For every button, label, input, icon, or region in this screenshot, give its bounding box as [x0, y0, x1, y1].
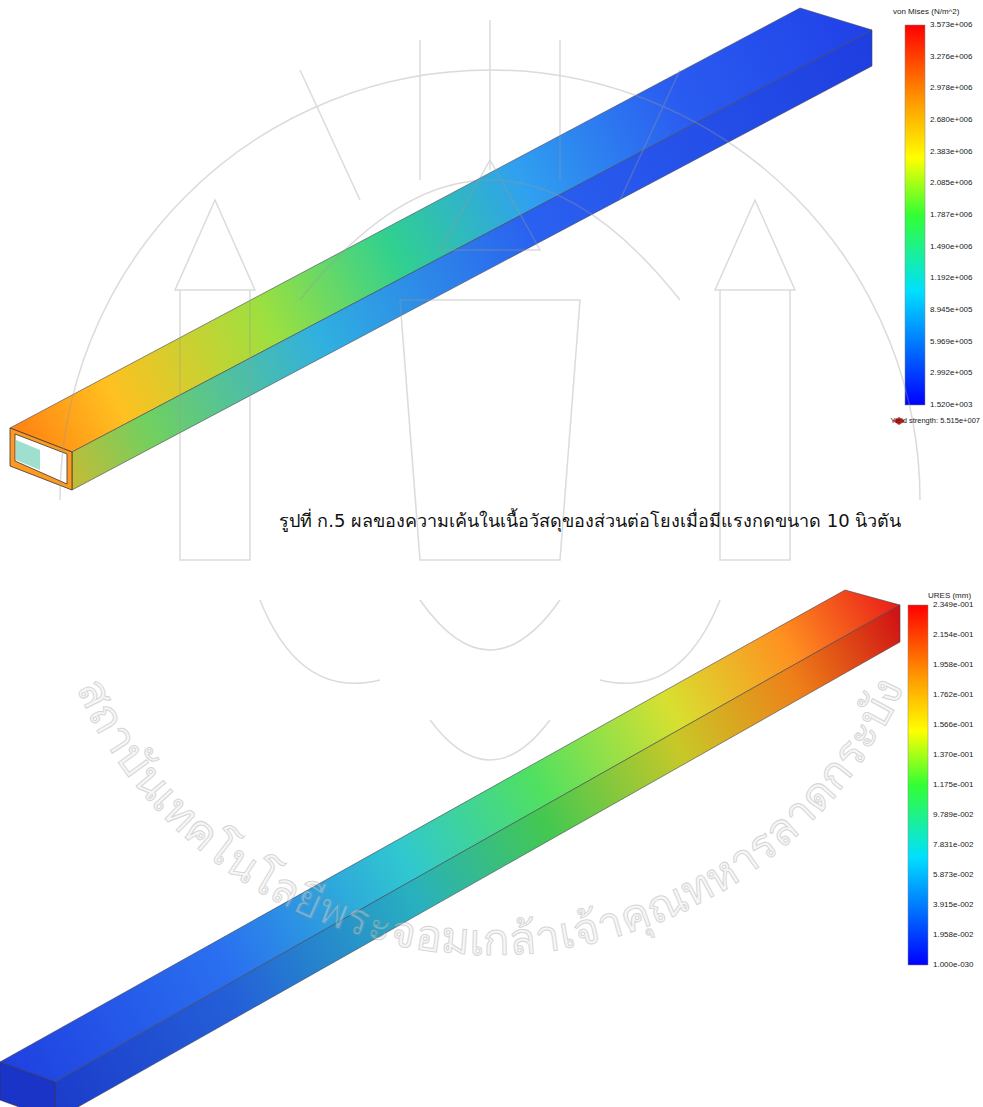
legend-value: 2.085e+006	[930, 179, 973, 187]
stress-colorbar	[905, 25, 925, 405]
figure-caption: รูปที่ ก.5 ผลของความเค้นในเนื้อวัสดุของส…	[200, 510, 980, 532]
legend-value: 1.490e+006	[930, 243, 973, 251]
legend-value: 9.789e-002	[933, 811, 973, 819]
legend-value: 2.680e+006	[930, 116, 973, 124]
legend-value: 5.969e+005	[930, 338, 973, 346]
legend-value: 1.192e+006	[930, 274, 973, 282]
legend-value: 3.573e+006	[930, 21, 973, 29]
legend-value: 1.566e-001	[933, 721, 973, 729]
legend-value: 2.992e+005	[930, 369, 973, 377]
stress-beam	[10, 8, 872, 490]
legend-value: 1.000e-030	[933, 961, 973, 969]
legend-value: 1.370e-001	[933, 751, 973, 759]
legend-title: URES (mm)	[928, 592, 971, 600]
displacement-colorbar	[908, 605, 928, 965]
legend-value: 1.762e-001	[933, 691, 973, 699]
legend-value: 1.175e-001	[933, 781, 973, 789]
legend-value: 1.787e+006	[930, 211, 973, 219]
legend-value: 2.349e-001	[933, 601, 973, 609]
legend-value: 7.831e-002	[933, 841, 973, 849]
legend-value: 1.958e-002	[933, 931, 973, 939]
yield-strength: Yield strength: 5.515e+007	[890, 417, 980, 425]
legend-value: 1.520e+003	[930, 401, 973, 409]
legend-value: 3.915e-002	[933, 901, 973, 909]
legend-value: 2.978e+006	[930, 84, 973, 92]
legend-value: 3.276e+006	[930, 53, 973, 61]
legend-value: 2.154e-001	[933, 631, 973, 639]
legend-title: von Mises (N/m^2)	[893, 8, 959, 16]
legend-value: 5.873e-002	[933, 871, 973, 879]
legend-value: 8.945e+005	[930, 306, 973, 314]
legend-value: 1.958e-001	[933, 661, 973, 669]
legend-value: 2.383e+006	[930, 148, 973, 156]
watermark-text: สถาบันเทคโนโลยีพระจอมเกล้าเจ้าคุณทหารลาด…	[67, 670, 914, 965]
